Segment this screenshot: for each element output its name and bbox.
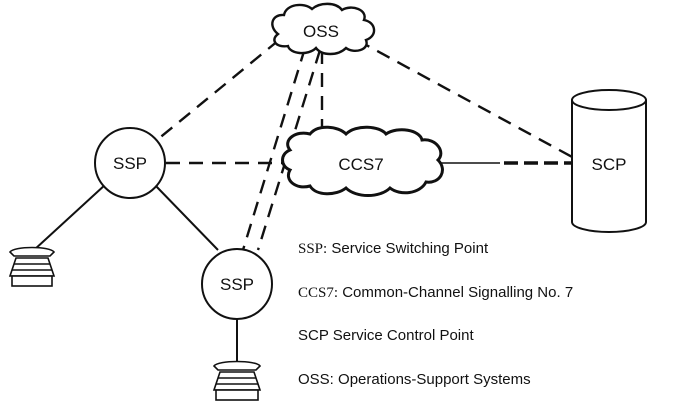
subscriber-lines [33,183,238,366]
oss-cloud: OSS [271,2,376,56]
legend-abbr: SSP: [298,241,328,257]
ccs7-cloud-outline [281,125,444,197]
ssp-bottom-label: SSP [220,275,254,294]
scp-database: SCP [571,89,647,233]
telephone-bottom-base [215,389,259,401]
telephone-left-handset [8,246,56,257]
legend-item-oss: OSS: Operations-Support Systems [298,371,531,388]
link-oss-ssp-bottom-a [241,47,307,251]
link-oss-ssp-top [156,39,280,141]
scp-cylinder-top [571,89,647,111]
legend-item-ccs7: CCS7: Common-Channel Signalling No. 7 [298,284,573,302]
ssp-top-node: SSP [94,127,166,199]
legend-text: Service Control Point [332,327,474,344]
legend-item-scp: SCP Service Control Point [298,327,474,344]
ssp-bottom-node: SSP [201,248,273,320]
legend-text: Common-Channel Signalling No. 7 [342,284,574,301]
legend-abbr: OSS: [298,371,334,388]
line-ssp-top-to-phone-left [33,183,107,251]
telephone-bottom-body [212,371,262,391]
line-ssp-top-to-ssp-bottom [153,183,219,251]
scp-cylinder-body [571,100,647,233]
legend-item-ssp: SSP: Service Switching Point [298,240,488,258]
telephone-left-icon [8,246,56,287]
telephone-left-base [11,275,53,287]
legend-text: Service Switching Point [331,240,489,257]
legend-abbr: SCP [298,327,329,344]
oss-label: OSS [303,22,339,41]
dashed-links [156,38,575,251]
link-oss-scp [356,38,575,160]
oss-cloud-outline [271,2,376,56]
telephone-bottom-icon [212,360,262,401]
scp-label: SCP [592,155,627,174]
telephone-left-body [8,257,56,277]
ccs7-label: CCS7 [338,155,383,174]
legend-text: Operations-Support Systems [338,371,531,388]
legend-abbr: CCS7: [298,285,339,301]
ssp-bottom-circle [201,248,273,320]
ssp-top-circle [94,127,166,199]
ccs7-cloud: CCS7 [281,125,444,197]
telephone-bottom-handset [212,360,262,371]
ssp-top-label: SSP [113,154,147,173]
